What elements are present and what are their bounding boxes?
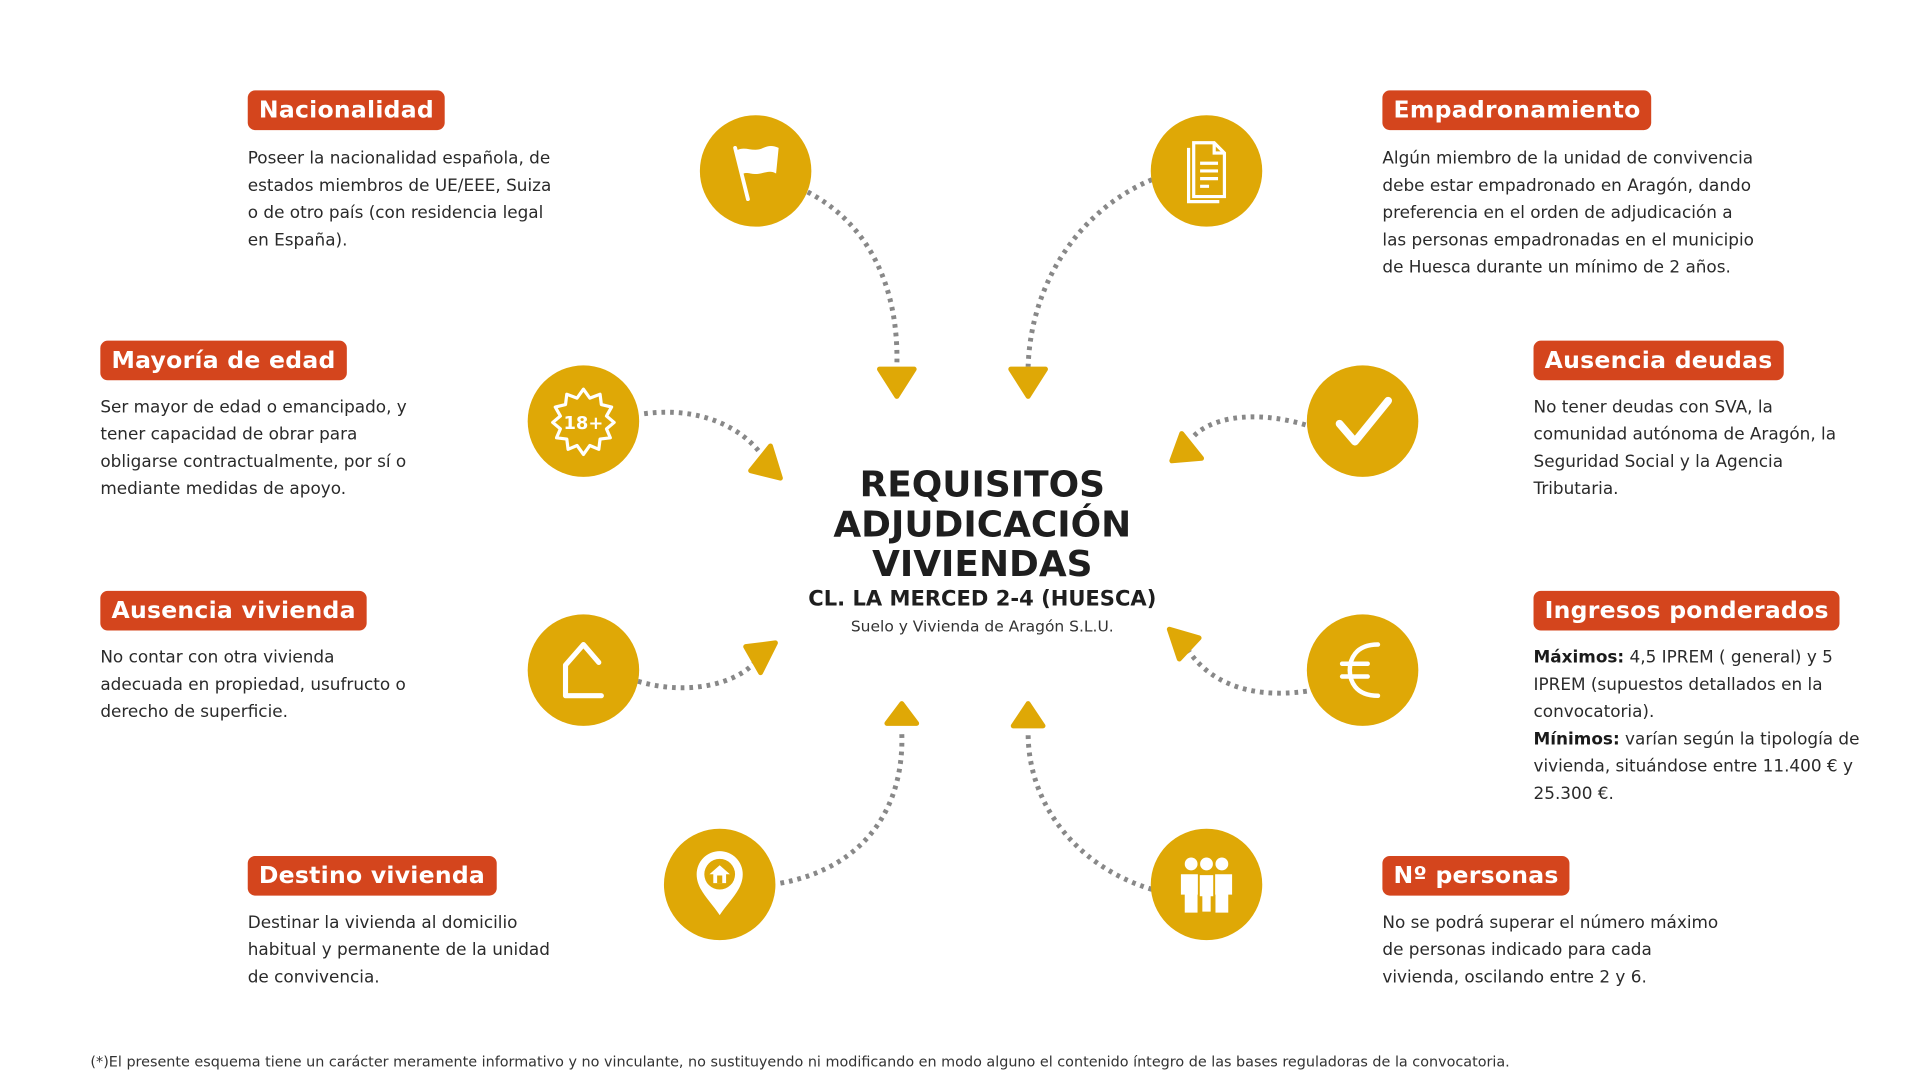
label-ausencia-vivienda: Ausencia vivienda [100, 590, 367, 631]
arrowhead [1008, 366, 1048, 399]
desc-ausencia-deudas: No tener deudas con SVA, la comunidad au… [1533, 397, 1837, 500]
max-text: 4,5 IPREM ( general) y 5 IPREM (supuesto… [1533, 647, 1833, 723]
arrow-personas [1025, 733, 1153, 892]
arrow-ingresos [1187, 650, 1308, 696]
label-numero-personas: Nº personas [1382, 855, 1570, 896]
location-pin-icon [663, 828, 776, 941]
disclaimer-footer: (*)El presente esquema tiene un carácter… [90, 1052, 1510, 1071]
title-line-2: ADJUDICACIÓN [833, 502, 1132, 546]
arrowhead [884, 701, 920, 726]
house-icon [527, 614, 640, 726]
arrowhead [1010, 701, 1046, 729]
age-18-plus-icon: 18+ [527, 365, 640, 477]
arrowhead [877, 366, 917, 399]
arrowhead [1169, 431, 1205, 464]
svg-text:18+: 18+ [563, 413, 603, 434]
euro-icon [1306, 614, 1419, 726]
label-empadronamiento: Empadronamiento [1382, 90, 1652, 131]
desc-destino-vivienda: Destinar la vivienda al domicilio habitu… [247, 912, 550, 988]
arrow-destino [779, 733, 905, 886]
desc-nacionalidad: Poseer la nacionalidad española, de esta… [247, 148, 552, 251]
title-line-3: VIVIENDAS [872, 542, 1093, 585]
people-icon [1150, 828, 1263, 941]
label-ausencia-deudas: Ausencia deudas [1533, 340, 1784, 381]
arrow-nacionalidad [806, 189, 900, 367]
title-line-1: REQUISITOS [859, 463, 1106, 506]
desc-ingresos-ponderados: Máximos: 4,5 IPREM ( general) y 5 IPREM … [1534, 644, 1860, 808]
flag-icon [699, 115, 812, 227]
label-destino-vivienda: Destino vivienda [247, 855, 497, 896]
arrow-vivienda [637, 659, 758, 691]
label-nacionalidad: Nacionalidad [247, 90, 446, 131]
arrow-mayoria [643, 409, 763, 455]
desc-mayoria-edad: Ser mayor de edad o emancipado, y tener … [100, 397, 407, 500]
arrowhead [748, 443, 783, 481]
desc-empadronamiento: Algún miembro de la unidad de convivenci… [1382, 148, 1754, 278]
min-label: Mínimos: [1533, 729, 1620, 750]
checkmark-icon [1306, 365, 1419, 477]
arrowhead [1166, 626, 1202, 662]
arrow-deudas [1189, 414, 1307, 441]
document-icon [1150, 115, 1263, 227]
label-ingresos-ponderados: Ingresos ponderados [1533, 590, 1840, 631]
title-address: CL. LA MERCED 2-4 (HUESCA) [808, 587, 1157, 612]
desc-numero-personas: No se podrá superar el número máximo de … [1382, 912, 1719, 988]
arrow-empadronamiento [1025, 177, 1153, 367]
arrowhead [743, 640, 778, 676]
min-text: varían según la tipología de vivienda, s… [1533, 729, 1860, 804]
label-mayoria-edad: Mayoría de edad [100, 340, 347, 381]
max-label: Máximos: [1533, 647, 1625, 668]
desc-ausencia-vivienda: No contar con otra vivienda adecuada en … [100, 647, 406, 723]
title-organization: Suelo y Vivienda de Aragón S.L.U. [850, 616, 1114, 636]
diagram-title: REQUISITOS ADJUDICACIÓN VIVIENDAS CL. LA… [735, 465, 1230, 640]
